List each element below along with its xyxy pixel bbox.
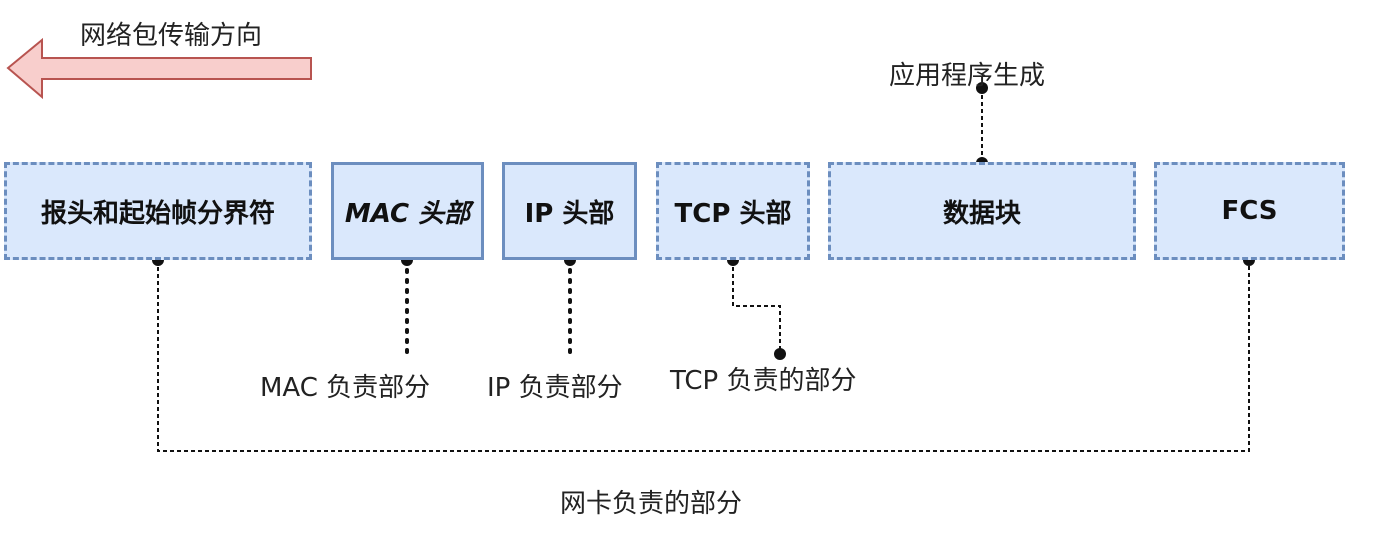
segment-fcs-label: FCS: [1221, 196, 1278, 226]
direction-arrow-icon: [6, 37, 312, 100]
nic-part-label: 网卡负责的部分: [560, 489, 743, 519]
app-connector-dot-top: [976, 82, 988, 94]
app-generated-label: 应用程序生成: [889, 61, 1046, 91]
segment-tcp-header-label: TCP 头部: [674, 198, 792, 229]
tcp-connector-dot-bottom: [774, 348, 786, 360]
segment-tcp-header: TCP 头部: [656, 162, 810, 260]
segment-data-block: 数据块: [828, 162, 1136, 260]
segment-mac-header-label: MAC 头部: [344, 198, 471, 229]
nic-connector: [157, 260, 1250, 452]
segment-preamble: 报头和起始帧分界符: [4, 162, 312, 260]
tcp-connector: [732, 260, 781, 354]
ip-part-label: IP 负责部分: [487, 373, 623, 403]
segment-mac-header: MAC 头部: [331, 162, 484, 260]
segment-ip-header: IP 头部: [502, 162, 637, 260]
segment-preamble-label: 报头和起始帧分界符: [40, 198, 275, 229]
segment-data-block-label: 数据块: [942, 198, 1021, 229]
direction-label: 网络包传输方向: [80, 21, 263, 51]
segment-ip-header-label: IP 头部: [524, 198, 615, 229]
tcp-part-label: TCP 负责的部分: [670, 366, 857, 396]
mac-part-label: MAC 负责部分: [260, 373, 431, 403]
segment-fcs: FCS: [1154, 162, 1345, 260]
